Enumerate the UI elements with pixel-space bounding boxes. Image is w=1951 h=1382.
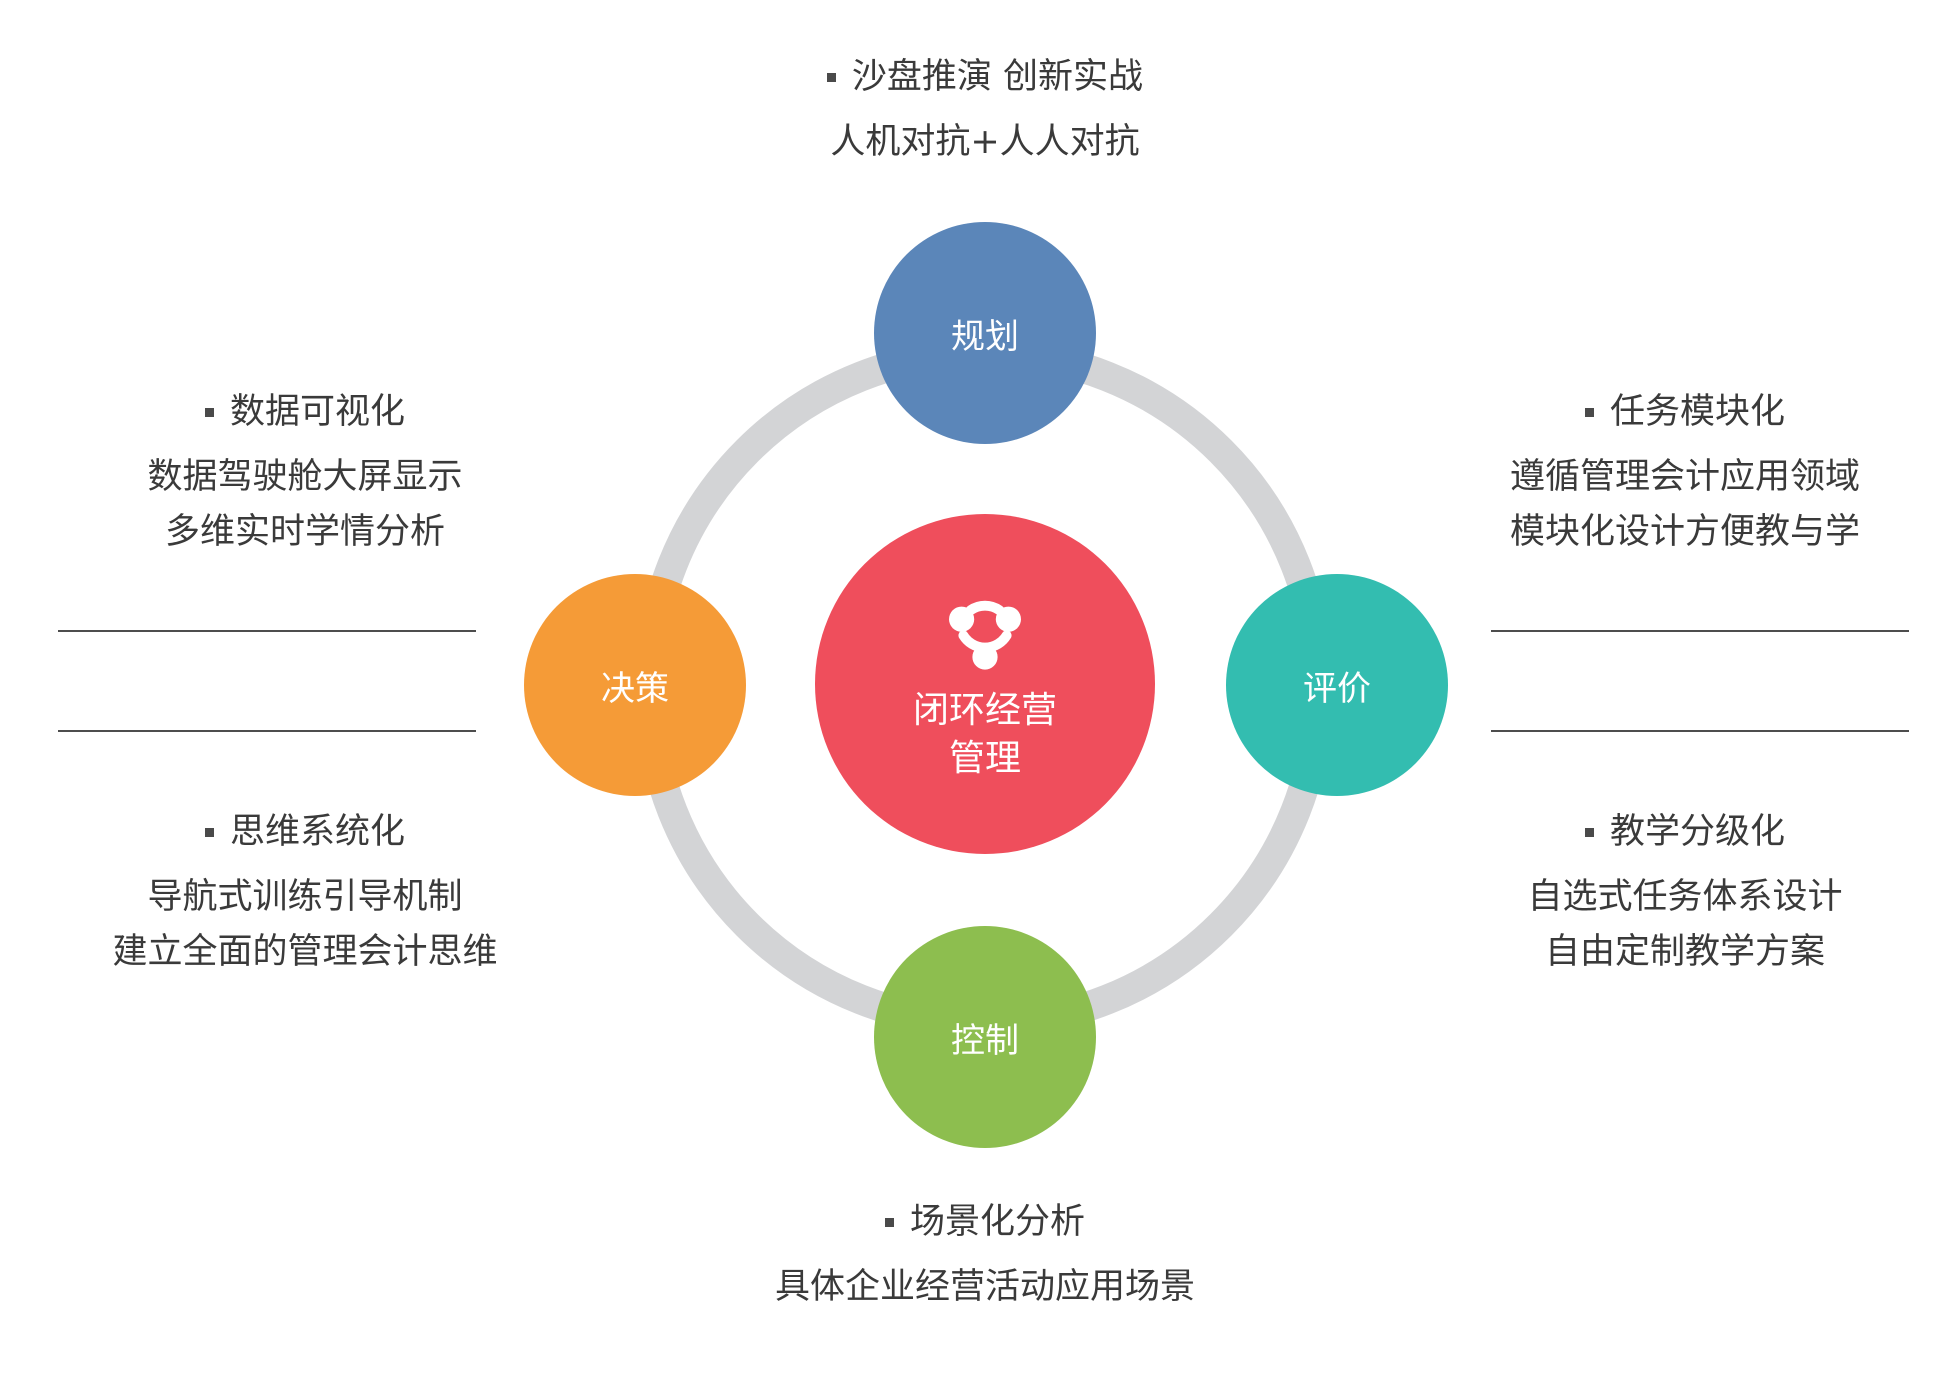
block-top-title: 沙盘推演 创新实战 [851,57,1144,97]
block-upper-right-line2: 模块化设计方便教与学 [1509,512,1860,552]
block-top-line1: 人机对抗+人人对抗 [830,122,1140,162]
block-lower-left: 思维系统化 导航式训练引导机制 建立全面的管理会计思维 [60,805,550,980]
divider-left-upper [58,630,476,632]
node-control-label: 控制 [951,1020,1019,1061]
block-bottom: 场景化分析 具体企业经营活动应用场景 [700,1195,1270,1315]
block-upper-right-line1: 遵循管理会计应用领域 [1509,457,1860,497]
center-title-line2: 管理 [948,738,1021,779]
block-lower-right-title: 教学分级化 [1609,812,1785,852]
divider-left-lower [58,730,476,732]
node-evaluation-label: 评价 [1303,668,1371,709]
block-upper-left: 数据可视化 数据驾驶舱大屏显示 多维实时学情分析 [60,385,550,560]
node-planning-label: 规划 [951,316,1019,357]
block-lower-right-line2: 自由定制教学方案 [1544,932,1825,972]
bullet-icon [204,828,214,837]
cycle-icon [949,600,1021,670]
divider-right-lower [1491,730,1909,732]
block-bottom-title: 场景化分析 [909,1202,1085,1242]
block-upper-left-line2: 多维实时学情分析 [164,512,445,552]
center-circle: 闭环经营 管理 [815,514,1155,854]
node-control: 控制 [874,926,1096,1148]
bullet-icon [1584,408,1594,417]
bullet-icon [204,408,214,417]
block-top: 沙盘推演 创新实战 人机对抗+人人对抗 [700,50,1270,170]
bullet-icon [826,73,836,82]
node-evaluation: 评价 [1226,574,1448,796]
block-lower-right: 教学分级化 自选式任务体系设计 自由定制教学方案 [1440,805,1930,980]
bullet-icon [1584,828,1594,837]
block-lower-left-line2: 建立全面的管理会计思维 [112,932,498,972]
block-upper-left-line1: 数据驾驶舱大屏显示 [147,457,463,497]
block-lower-left-title: 思维系统化 [229,812,405,852]
block-upper-right-title: 任务模块化 [1609,392,1785,432]
node-decision-label: 决策 [601,668,669,709]
center-title-line1: 闭环经营 [912,690,1057,731]
block-lower-left-line1: 导航式训练引导机制 [147,877,463,917]
divider-right-upper [1491,630,1909,632]
bullet-icon [884,1218,894,1227]
block-bottom-line1: 具体企业经营活动应用场景 [774,1267,1195,1307]
block-upper-left-title: 数据可视化 [229,392,405,432]
node-planning: 规划 [874,222,1096,444]
block-upper-right: 任务模块化 遵循管理会计应用领域 模块化设计方便教与学 [1440,385,1930,560]
block-lower-right-line1: 自选式任务体系设计 [1527,877,1843,917]
node-decision: 决策 [524,574,746,796]
